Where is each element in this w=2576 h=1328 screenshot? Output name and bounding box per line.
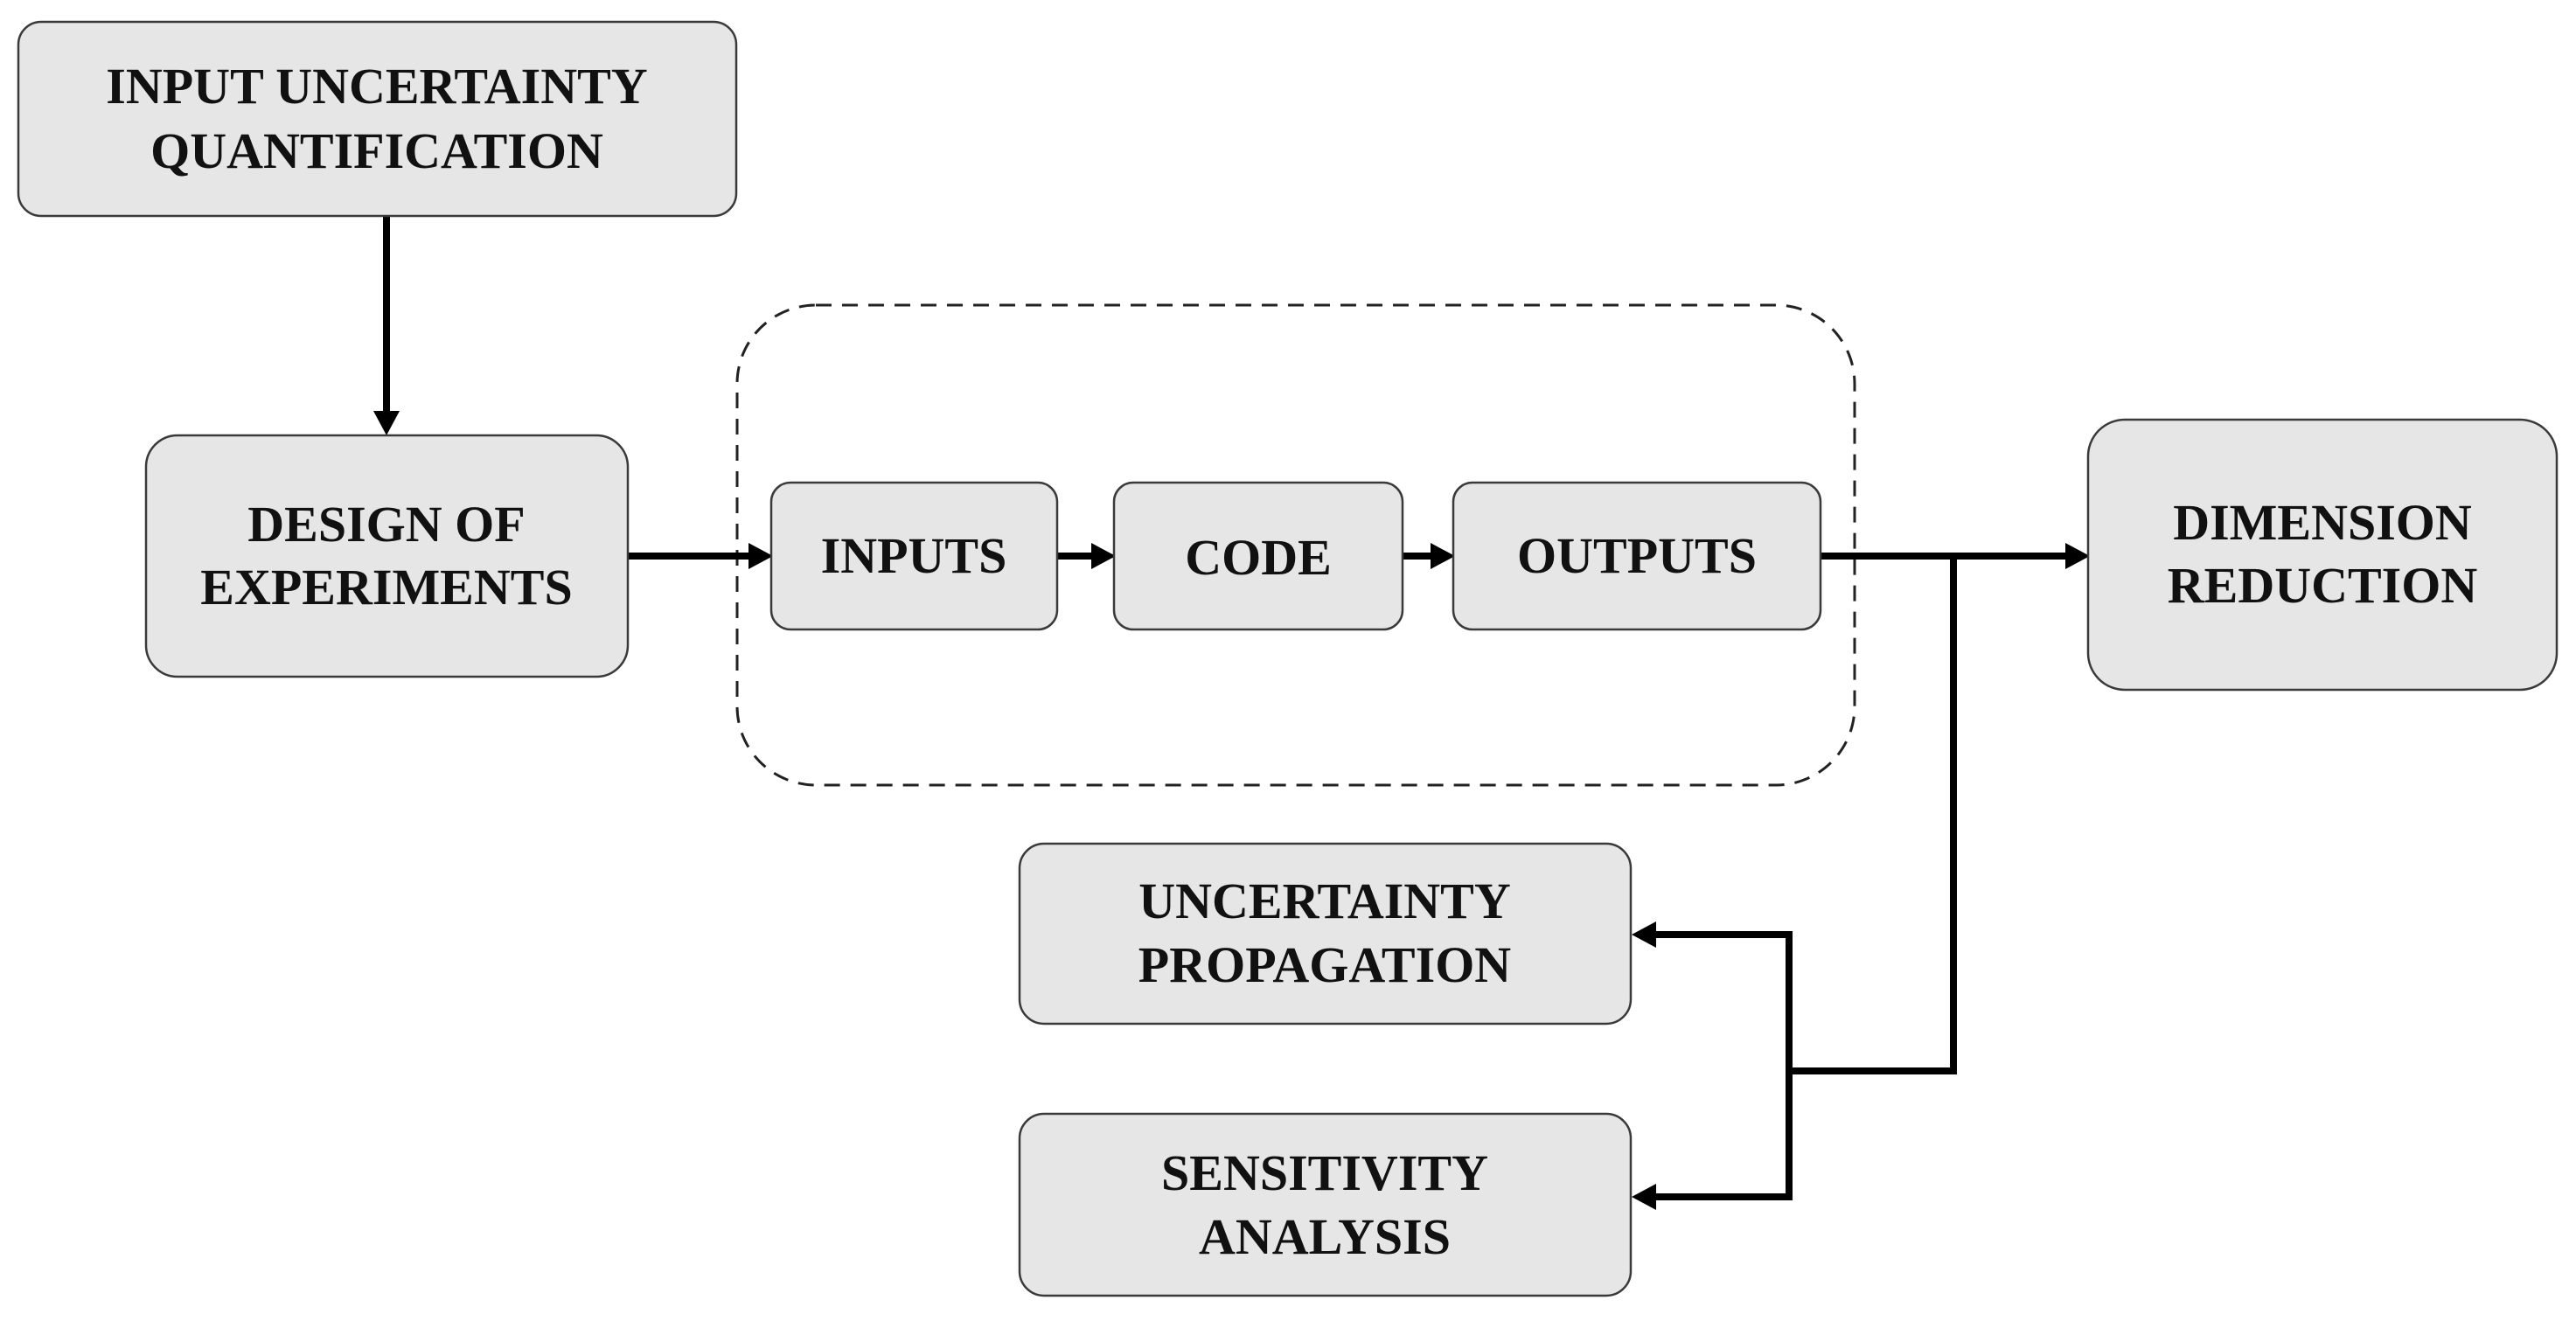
node-label-line: UNCERTAINTY — [1138, 873, 1510, 929]
node-label-line: EXPERIMENTS — [200, 559, 572, 615]
node-inputs: INPUTS — [769, 481, 1059, 631]
node-label-line: DESIGN OF — [247, 496, 525, 553]
arrowhead-inputs — [748, 543, 773, 569]
arrowhead-dimension-reduction — [2065, 543, 2090, 569]
node-dimension-reduction: DIMENSION REDUCTION — [2086, 418, 2559, 692]
node-code: CODE — [1112, 481, 1404, 631]
node-uncertainty-propagation: UNCERTAINTY PROPAGATION — [1018, 842, 1633, 1026]
arrowhead-uncertainty-propagation — [1632, 921, 1656, 948]
node-label-line: DIMENSION — [2173, 494, 2472, 551]
node-label-line: PROPAGATION — [1138, 936, 1512, 993]
node-label-line: ANALYSIS — [1199, 1208, 1451, 1265]
code-pipeline-group — [735, 303, 1856, 787]
node-outputs: OUTPUTS — [1452, 481, 1822, 631]
node-label-line: CODE — [1185, 529, 1332, 586]
arrowhead-outputs — [1431, 543, 1455, 569]
node-label-line: SENSITIVITY — [1161, 1144, 1488, 1201]
arrowhead-code — [1091, 543, 1116, 569]
node-label-line: QUANTIFICATION — [150, 122, 603, 179]
connectors — [373, 216, 2090, 1210]
node-design-of-experiments: DESIGN OF EXPERIMENTS — [144, 434, 630, 678]
connector-outputs-branch — [1789, 556, 1957, 1074]
node-label-line: INPUT UNCERTAINTY — [106, 58, 647, 115]
arrowhead-sensitivity-analysis — [1632, 1184, 1656, 1210]
node-sensitivity-analysis: SENSITIVITY ANALYSIS — [1018, 1112, 1633, 1297]
node-label-line: OUTPUTS — [1517, 527, 1757, 584]
node-input-uncertainty-quantification: INPUT UNCERTAINTY QUANTIFICATION — [17, 20, 738, 218]
node-label-line: INPUTS — [821, 527, 1007, 584]
arrowhead-doe — [373, 411, 400, 435]
node-label-line: REDUCTION — [2168, 557, 2478, 614]
